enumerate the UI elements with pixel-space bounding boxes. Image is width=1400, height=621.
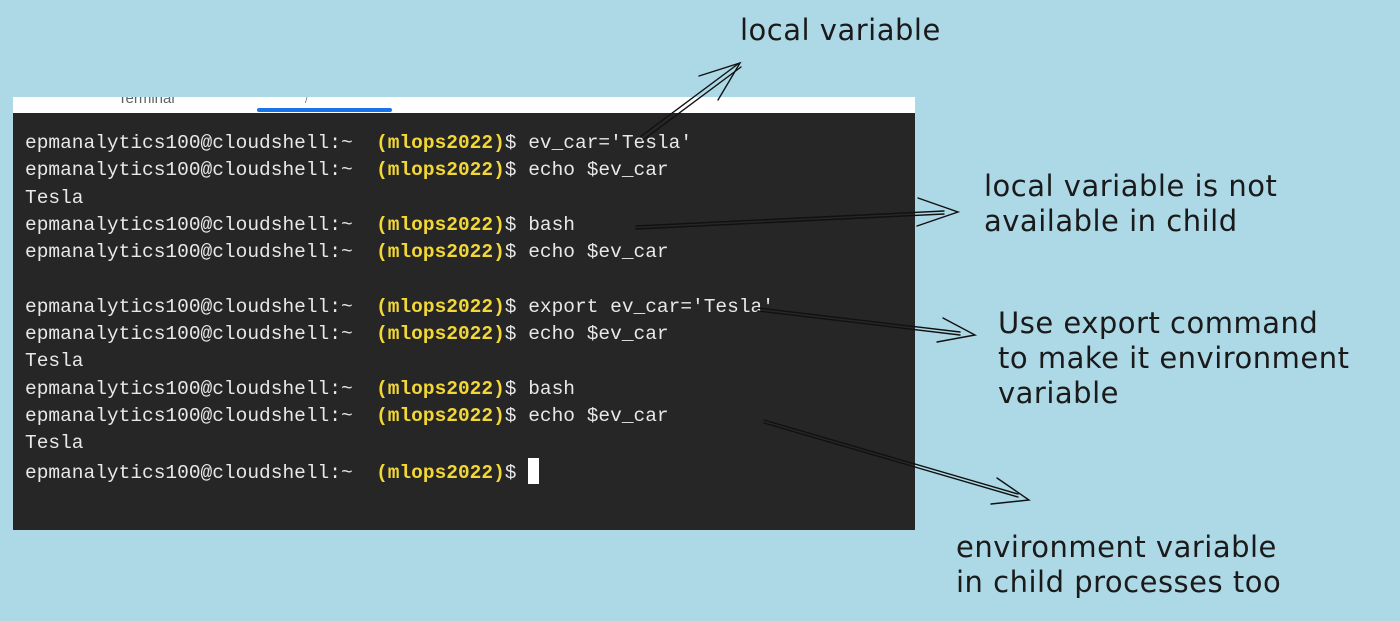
arrow-export-command <box>757 307 978 343</box>
arrow-local-variable <box>639 61 742 141</box>
prompt-path: ~ <box>340 213 353 236</box>
terminal-prompt-line: epmanalytics100@cloudshell:~ (mlops2022)… <box>25 132 693 154</box>
output-text: Tesla <box>25 350 84 373</box>
prompt-path: ~ <box>340 159 353 182</box>
terminal-prompt-line: epmanalytics100@cloudshell:~ (mlops2022)… <box>25 323 669 346</box>
prompt-project: (mlops2022) <box>376 404 505 427</box>
prompt-path: ~ <box>340 323 353 346</box>
prompt-user: epmanalytics100@cloudshell <box>25 295 330 318</box>
tab-icon: / <box>305 97 308 105</box>
terminal-prompt-line: epmanalytics100@cloudshell:~ (mlops2022)… <box>25 213 576 236</box>
output-text: Tesla <box>25 186 84 209</box>
prompt-user: epmanalytics100@cloudshell <box>25 404 330 427</box>
prompt-project: (mlops2022) <box>376 132 505 154</box>
prompt-command: bash <box>528 377 576 400</box>
prompt-path: ~ <box>340 295 353 318</box>
arrow-env-in-child <box>763 419 1031 505</box>
active-tab-indicator <box>257 108 392 112</box>
prompt-user: epmanalytics100@cloudshell <box>25 323 330 346</box>
prompt-path: ~ <box>340 132 353 154</box>
prompt-command: ev_car='Tesla' <box>528 132 693 154</box>
prompt-command: echo $ev_car <box>528 241 669 264</box>
prompt-separator: : <box>329 323 341 346</box>
prompt-user: epmanalytics100@cloudshell <box>25 241 330 264</box>
prompt-project: (mlops2022) <box>376 461 505 484</box>
annotation-local-variable: local variable <box>740 13 941 47</box>
prompt-path: ~ <box>340 404 353 427</box>
terminal-prompt-line: epmanalytics100@cloudshell:~ (mlops2022)… <box>25 159 669 182</box>
prompt-separator: : <box>329 461 341 484</box>
prompt-project: (mlops2022) <box>376 295 505 318</box>
terminal-output: epmanalytics100@cloudshell:~ (mlops2022)… <box>25 130 774 485</box>
prompt-project: (mlops2022) <box>376 377 505 400</box>
terminal-output-line: Tesla <box>25 185 774 212</box>
terminal-window[interactable]: epmanalytics100@cloudshell:~ (mlops2022)… <box>13 113 915 530</box>
prompt-separator: : <box>329 159 341 182</box>
terminal-prompt-line: epmanalytics100@cloudshell:~ (mlops2022)… <box>25 295 774 318</box>
prompt-user: epmanalytics100@cloudshell <box>25 213 330 236</box>
prompt-user: epmanalytics100@cloudshell <box>25 132 330 154</box>
prompt-separator: : <box>329 132 341 154</box>
prompt-path: ~ <box>340 461 353 484</box>
annotation-not-available: local variable is not available in child <box>984 169 1278 238</box>
terminal-prompt-line: epmanalytics100@cloudshell:~ (mlops2022)… <box>25 457 774 485</box>
prompt-command: bash <box>528 213 576 236</box>
prompt-project: (mlops2022) <box>376 159 505 182</box>
prompt-path: ~ <box>340 241 353 264</box>
prompt-separator: : <box>329 377 341 400</box>
prompt-user: epmanalytics100@cloudshell <box>25 159 330 182</box>
prompt-user: epmanalytics100@cloudshell <box>25 461 330 484</box>
terminal-prompt-line: epmanalytics100@cloudshell:~ (mlops2022)… <box>25 377 576 400</box>
prompt-path: ~ <box>340 377 353 400</box>
tab-terminal[interactable]: Terminal <box>118 97 175 107</box>
prompt-project: (mlops2022) <box>376 213 505 236</box>
prompt-separator: : <box>329 241 341 264</box>
prompt-separator: : <box>329 295 341 318</box>
terminal-output-line: Tesla <box>25 430 774 457</box>
prompt-separator: : <box>329 213 341 236</box>
output-text: Tesla <box>25 432 84 455</box>
prompt-project: (mlops2022) <box>376 323 505 346</box>
terminal-output-line: Tesla <box>25 348 774 375</box>
prompt-separator: : <box>329 404 341 427</box>
terminal-prompt-line: epmanalytics100@cloudshell:~ (mlops2022)… <box>25 404 669 427</box>
arrow-not-available <box>635 197 961 230</box>
prompt-project: (mlops2022) <box>376 241 505 264</box>
prompt-command: echo $ev_car <box>528 404 669 427</box>
prompt-user: epmanalytics100@cloudshell <box>25 377 330 400</box>
annotation-export-command: Use export command to make it environmen… <box>998 306 1350 410</box>
terminal-prompt-line: epmanalytics100@cloudshell:~ (mlops2022)… <box>25 241 669 264</box>
annotation-env-in-child: environment variable in child processes … <box>956 530 1282 599</box>
terminal-cursor[interactable] <box>528 457 540 484</box>
prompt-command: echo $ev_car <box>528 159 669 182</box>
prompt-command: echo $ev_car <box>528 323 669 346</box>
prompt-command: export ev_car='Tesla' <box>528 295 774 318</box>
